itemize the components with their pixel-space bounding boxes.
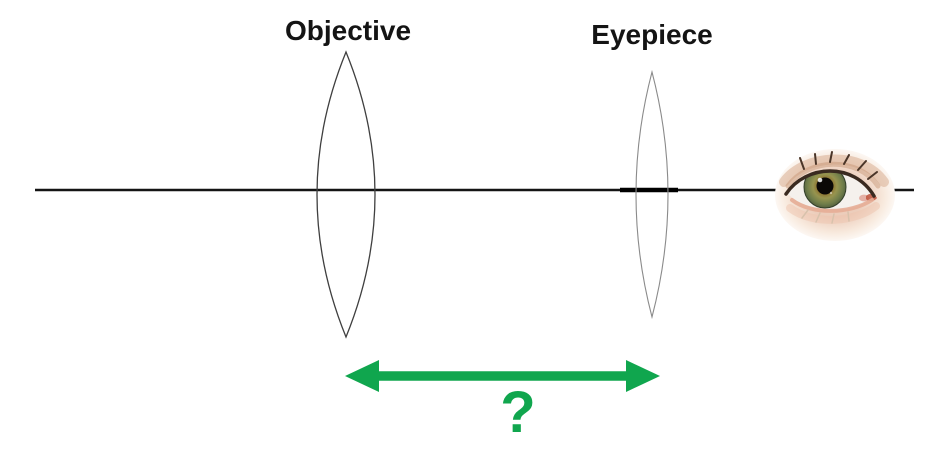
eyepiece-label: Eyepiece <box>591 19 713 50</box>
upper-lashes <box>799 151 878 180</box>
eye-highlight <box>817 177 823 183</box>
objective-lens <box>316 50 376 339</box>
objective-label: Objective <box>284 15 412 46</box>
eye-image <box>775 149 895 241</box>
separation-arrow <box>345 360 660 392</box>
lower-cheek-shade <box>786 202 880 224</box>
lower-lid-line <box>790 198 874 213</box>
separation-question-mark: ? <box>500 380 536 445</box>
upper-lash-line <box>784 169 876 198</box>
separation-arrow-left-head <box>345 360 379 392</box>
eye-highlight-small <box>829 191 833 195</box>
lower-lashes <box>801 209 850 224</box>
eyepiece-lens <box>635 69 669 320</box>
separation-arrow-right-head <box>626 360 660 392</box>
